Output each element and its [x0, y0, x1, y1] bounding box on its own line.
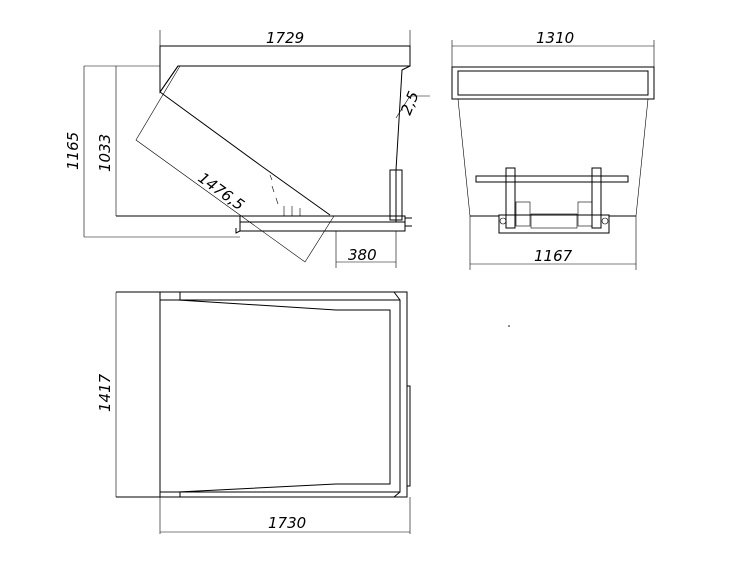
dim-1730-label: 1730: [268, 514, 306, 532]
side-view-front-slope: [159, 91, 331, 216]
side-view-top-rim: [159, 45, 411, 94]
front-view-top-rim: [451, 66, 655, 100]
top-view-corners: [179, 291, 401, 498]
dim-1033-label: 1033: [96, 134, 114, 172]
front-view-cross-bar: [475, 175, 629, 183]
side-view-back-wall: [395, 65, 411, 171]
front-view-right-post: [591, 167, 602, 229]
front-view-left-wheel: [499, 217, 507, 225]
dim-1476-label: 1476,5: [195, 169, 248, 214]
front-view-side-walls: [457, 98, 649, 217]
front-view-rim-inner: [457, 70, 649, 96]
dim-1310-lines: [451, 40, 655, 67]
dim-2-5-lines: [395, 95, 430, 119]
side-view-base-frame: [239, 215, 406, 232]
side-view: 1729 1165 1033 1476,5 2,5 380: [64, 29, 430, 268]
side-view-pivot-marks: [269, 174, 301, 216]
front-view-base: [498, 214, 610, 234]
dim-1417-label: 1417: [96, 373, 114, 412]
top-view-extension: [116, 291, 160, 498]
front-view-right-bracket: [577, 201, 593, 227]
top-view-outline: [159, 291, 408, 498]
dim-1167-lines: [469, 216, 637, 270]
front-view-right-wheel: [601, 217, 609, 225]
dim-1729-lines: [159, 30, 411, 47]
front-view-left-post: [505, 167, 516, 229]
dim-1165-lines: [83, 65, 240, 238]
dim-1165-label: 1165: [64, 132, 82, 170]
dim-1729-label: 1729: [266, 29, 304, 47]
dim-1730-lines: [159, 497, 411, 534]
top-view: 1417 1730: [96, 291, 411, 534]
side-view-lock: [395, 170, 412, 227]
top-view-inner-rim: [160, 299, 401, 493]
dim-380-lines: [335, 231, 397, 268]
front-view-left-bracket: [515, 201, 531, 227]
front-view: 1310 1167: [451, 29, 655, 270]
dim-1310-label: 1310: [536, 29, 574, 47]
dim-1167-label: 1167: [534, 247, 573, 265]
stray-dot: [508, 325, 510, 327]
top-view-lock: [407, 385, 411, 487]
side-view-front-lip: [159, 65, 179, 93]
side-view-tilted-outline: [135, 65, 335, 263]
dim-380-label: 380: [348, 246, 377, 264]
side-view-base-corner: [235, 228, 241, 234]
top-view-hopper-floor: [177, 299, 391, 493]
front-view-center-plate: [530, 213, 578, 229]
